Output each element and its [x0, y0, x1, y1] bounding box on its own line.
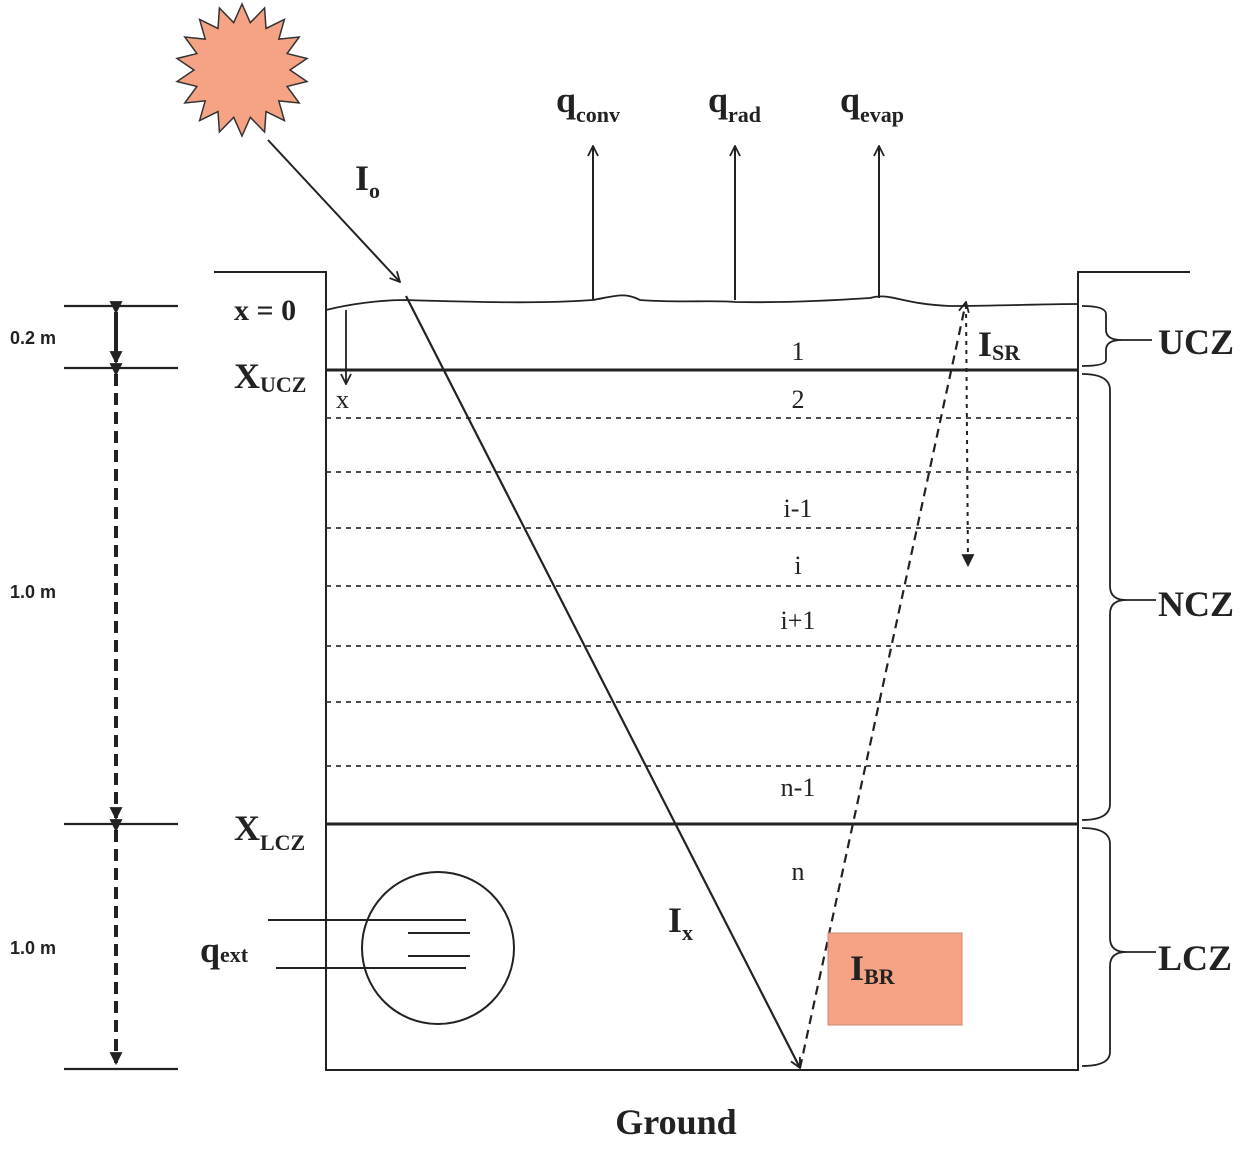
dim-label-lcz: 1.0 m — [10, 938, 56, 958]
ground-label: Ground — [615, 1102, 736, 1142]
x-ucz-label: XUCZ — [234, 356, 306, 397]
surface-reflected-label: ISR — [978, 324, 1021, 365]
ncz-layer-lines — [326, 417, 1078, 767]
pond-left-wall — [214, 271, 1190, 1071]
layer-label: i+1 — [781, 606, 816, 635]
ucz-label: UCZ — [1158, 322, 1234, 362]
heat-exchanger-pipes — [268, 919, 470, 969]
water-surface — [325, 294, 1079, 311]
x-lcz-label: XLCZ — [234, 808, 305, 855]
dim-label-ncz: 1.0 m — [10, 582, 56, 602]
dim-label-ucz: 0.2 m — [10, 328, 56, 348]
layer-label: n — [792, 857, 805, 886]
bottom-reflection-box — [827, 932, 963, 1026]
layer-label: 2 — [792, 385, 805, 414]
q-evap-label: qevap — [840, 80, 904, 127]
q-conv-label: qconv — [556, 80, 620, 127]
lcz-brace — [1081, 827, 1127, 1067]
transmitted-radiation-label: Ix — [668, 900, 693, 945]
layer-label: i-1 — [784, 494, 813, 523]
bottom-reflection-label: IBR — [850, 948, 896, 989]
ncz-label: NCZ — [1158, 584, 1234, 624]
ncz-brace — [1081, 373, 1127, 821]
x-zero-label: x = 0 — [234, 294, 296, 327]
surface-reflected-line — [961, 304, 975, 568]
layer-label: i — [794, 551, 801, 580]
incident-radiation-arrow — [267, 139, 400, 282]
q-rad-label: qrad — [708, 80, 761, 127]
incident-radiation-label: Io — [355, 158, 380, 203]
ucz-brace — [1081, 305, 1123, 367]
sun-icon — [175, 2, 309, 138]
bottom-reflected-line — [798, 302, 966, 1069]
x-direction-label: x — [336, 385, 349, 414]
layer-label: n-1 — [781, 773, 816, 802]
heat-exchanger-icon — [361, 871, 515, 1025]
transmitted-radiation-line — [405, 295, 801, 1068]
layer-label: 1 — [792, 337, 805, 366]
dimension-ticks — [64, 304, 178, 1071]
lcz-label: LCZ — [1158, 938, 1232, 978]
q-ext-label: qext — [200, 930, 249, 970]
